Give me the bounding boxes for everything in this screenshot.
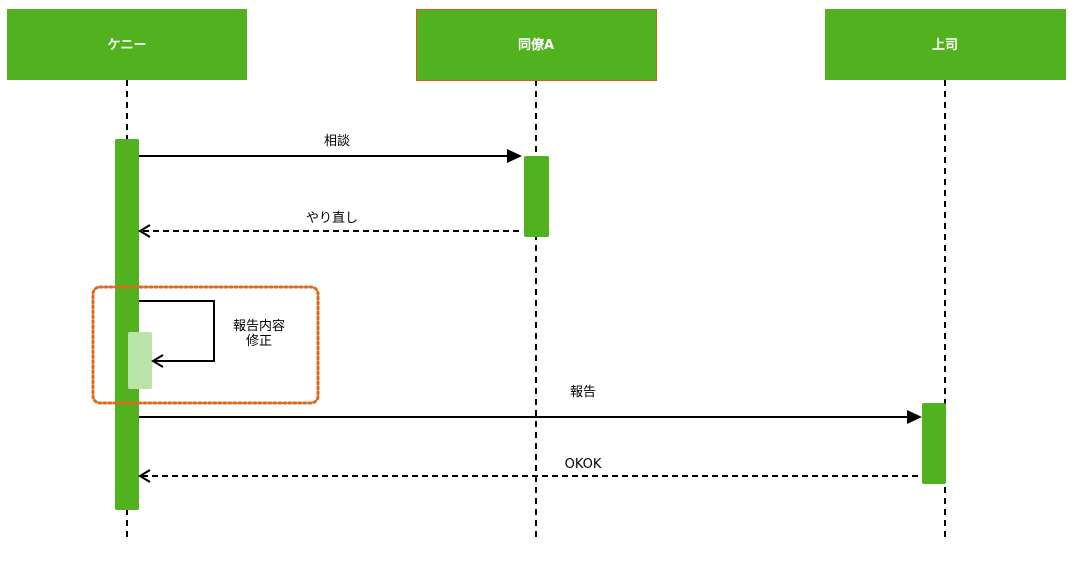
activation-boss [922,403,946,484]
activation-kenny [115,139,139,510]
message-report-arrowhead [907,410,922,424]
message-self-fix-arrowhead [151,354,164,368]
message-report: 報告 [139,385,922,424]
message-redo-arrowhead [138,224,151,238]
message-consult: 相談 [139,133,522,163]
message-ok: OKOK [138,457,918,483]
actor-kenny-label: ケニー [107,38,146,53]
message-self-fix-line [139,300,215,362]
actor-boss-label: 上司 [932,38,958,53]
message-self-fix-label-line2: 修正 [246,334,272,349]
message-ok-arrowhead [138,469,151,483]
actor-colleague-a-label: 同僚A [518,37,554,53]
actor-colleague-a-box [416,9,657,81]
message-consult-label: 相談 [324,133,350,149]
message-consult-arrowhead [507,149,522,163]
message-redo-label: やり直し [306,211,358,226]
message-self-fix: 報告内容 修正 [139,300,285,368]
message-ok-label: OKOK [565,457,602,472]
actor-boss-box [825,9,1066,80]
message-self-fix-label-line1: 報告内容 [233,318,285,334]
self-call-highlight-box [91,285,320,405]
actor-boss: 上司 [825,9,1066,80]
actor-kenny-box [7,9,247,80]
actor-kenny: ケニー [7,9,247,80]
message-redo: やり直し [138,211,519,238]
activation-colleague-a [524,156,549,237]
actor-colleague-a: 同僚A [416,9,657,81]
message-report-label: 報告 [570,385,596,400]
activation-kenny-self [128,332,152,389]
